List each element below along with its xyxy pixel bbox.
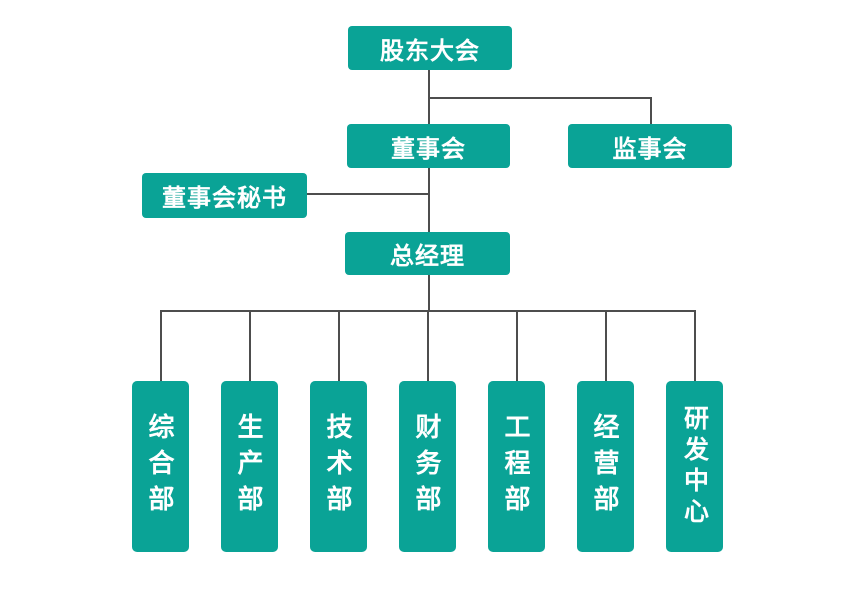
connector-secretary: [307, 193, 428, 195]
connector-drop-dept-4: [427, 310, 429, 381]
node-board-secretary-label: 董事会秘书: [162, 185, 287, 212]
node-dept-operations-label: 经营部: [590, 412, 620, 521]
node-dept-general-affairs-label: 综合部: [145, 412, 175, 521]
node-dept-operations[interactable]: 经营部: [577, 381, 634, 552]
node-dept-technology[interactable]: 技术部: [310, 381, 367, 552]
connector-board-gm: [428, 168, 430, 232]
node-dept-production-label: 生产部: [234, 412, 264, 521]
node-dept-engineering-label: 工程部: [501, 412, 531, 521]
node-supervisory-board[interactable]: 监事会: [568, 124, 732, 168]
connector-drop-dept-3: [338, 310, 340, 381]
connector-branch-supervisory: [428, 97, 652, 99]
node-board-of-directors-label: 董事会: [391, 135, 466, 163]
connector-drop-supervisory: [650, 97, 652, 124]
node-board-secretary[interactable]: 董事会秘书: [142, 173, 307, 218]
connector-drop-dept-6: [605, 310, 607, 381]
node-general-manager[interactable]: 总经理: [345, 232, 510, 275]
node-dept-engineering[interactable]: 工程部: [488, 381, 545, 552]
node-dept-technology-label: 技术部: [323, 412, 353, 521]
node-general-manager-label: 总经理: [390, 243, 465, 270]
node-dept-general-affairs[interactable]: 综合部: [132, 381, 189, 552]
node-dept-rd-center[interactable]: 研发中心: [666, 381, 723, 552]
node-dept-finance[interactable]: 财务部: [399, 381, 456, 552]
node-dept-production[interactable]: 生产部: [221, 381, 278, 552]
connector-drop-dept-2: [249, 310, 251, 381]
connector-drop-dept-1: [160, 310, 162, 381]
node-supervisory-board-label: 监事会: [612, 135, 688, 163]
connector-drop-dept-5: [516, 310, 518, 381]
node-dept-finance-label: 财务部: [412, 412, 442, 521]
node-dept-rd-center-label: 研发中心: [680, 404, 709, 529]
connector-gm-bus: [428, 275, 430, 311]
node-shareholders-meeting[interactable]: 股东大会: [348, 26, 512, 70]
connector-drop-dept-7: [694, 310, 696, 381]
node-board-of-directors[interactable]: 董事会: [347, 124, 510, 168]
node-shareholders-meeting-label: 股东大会: [380, 37, 480, 65]
